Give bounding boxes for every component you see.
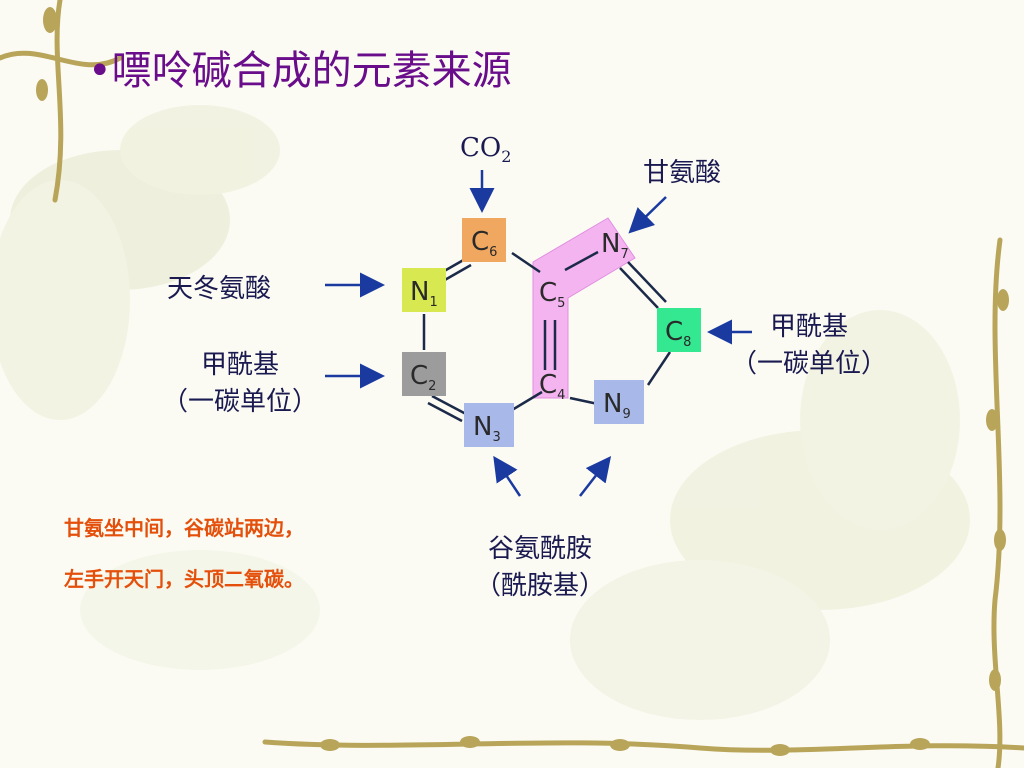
formyl-left-label: 甲酰基 （一碳单位） xyxy=(155,344,325,418)
atom-box-c8 xyxy=(657,308,701,352)
atom-n1: N1 xyxy=(410,277,438,311)
atom-n7: N7 xyxy=(601,229,629,263)
slide-title: •嘌呤碱合成的元素来源 xyxy=(88,38,512,96)
aspartate-label: 天冬氨酸 xyxy=(167,274,272,304)
formyl-right-line1: 甲酰基 xyxy=(769,312,848,342)
atom-box-n1 xyxy=(402,268,446,312)
atom-n9: N9 xyxy=(603,389,631,423)
co2-label: CO2 xyxy=(460,133,512,167)
glutamine-line2: （酰胺基） xyxy=(474,571,605,601)
title-text: 嘌呤碱合成的元素来源 xyxy=(111,48,512,94)
atom-c2: C2 xyxy=(410,361,437,395)
glutamine-label: 谷氨酰胺 （酰胺基） xyxy=(460,528,620,602)
atom-box-n3 xyxy=(464,403,514,447)
glutamine-arrow-left xyxy=(493,455,522,497)
formyl-right-label: 甲酰基 （一碳单位） xyxy=(724,306,894,380)
atom-n3: N3 xyxy=(473,412,501,446)
atom-box-n9 xyxy=(594,380,644,424)
atom-c5: C5 xyxy=(539,278,566,312)
glycine-arrow xyxy=(628,196,667,234)
atom-c6: C6 xyxy=(471,227,498,261)
mnemonic-line2: 左手开天门，头顶二氧碳。 xyxy=(64,567,304,591)
atom-box-c2 xyxy=(402,352,446,396)
title-bullet: • xyxy=(88,48,112,94)
atom-box-c6 xyxy=(462,218,506,262)
atom-c8: C8 xyxy=(665,317,692,351)
formyl-left-line1: 甲酰基 xyxy=(200,350,279,380)
glycine-label: 甘氨酸 xyxy=(643,158,722,188)
formyl-right-line2: （一碳单位） xyxy=(730,349,887,379)
glutamine-arrow-right xyxy=(579,456,612,497)
atom-c4: C4 xyxy=(539,370,566,404)
glutamine-line1: 谷氨酰胺 xyxy=(487,534,592,564)
mnemonic-line1: 甘氨坐中间，谷碳站两边， xyxy=(64,516,304,540)
formyl-left-line2: （一碳单位） xyxy=(161,387,318,417)
